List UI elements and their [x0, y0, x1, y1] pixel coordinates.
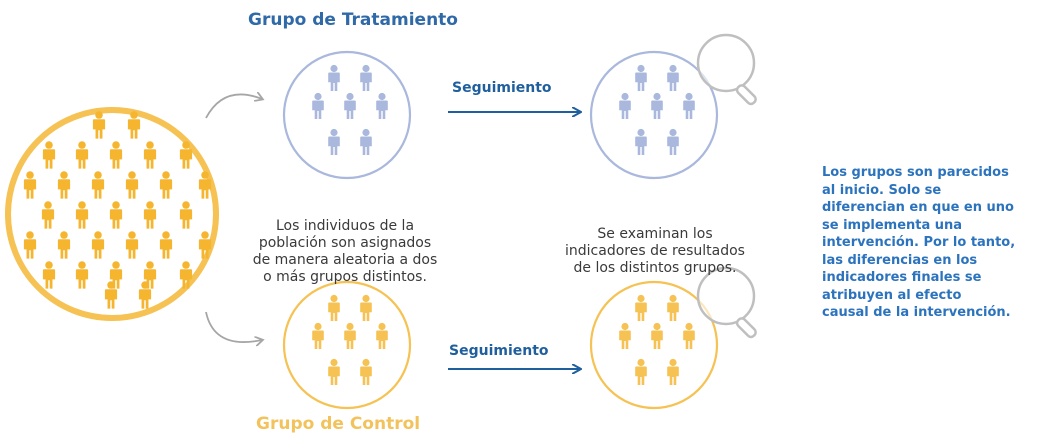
curved-arrow-icon: [205, 311, 262, 342]
follow-up-label: Seguimiento: [449, 343, 549, 359]
conclusion-line: las diferencias en los: [822, 252, 978, 268]
assignment-line: de manera aleatoria a dos: [252, 252, 438, 268]
examine-line: Se examinan los: [597, 226, 713, 242]
assignment-line: Los individuos de la: [275, 218, 415, 234]
examine-description: Se examinan los indicadores de resultado…: [545, 226, 765, 277]
conclusion-line: intervención. Por lo tanto,: [822, 235, 1016, 250]
follow-up-label: Seguimiento: [452, 80, 552, 96]
curved-arrow-icon: [205, 94, 262, 119]
control-group-title: Grupo de Control: [256, 414, 421, 434]
assignment-description: Los individuos de la población son asign…: [240, 218, 450, 286]
conclusion-line: indicadores finales se: [822, 270, 982, 285]
conclusion-note: Los grupos son parecidos al inicio. Solo…: [822, 164, 1058, 322]
assignment-line: o más grupos distintos.: [263, 269, 427, 285]
magnifier-icon: [696, 266, 757, 339]
conclusion-line: se implementa una: [822, 217, 963, 233]
conclusion-line: diferencian en que en uno: [822, 200, 1014, 215]
assignment-line: población son asignados: [258, 235, 432, 251]
conclusion-line: causal de la intervención.: [822, 305, 1011, 320]
examine-line: indicadores de resultados: [565, 243, 745, 259]
examine-line: de los distintos grupos.: [573, 260, 737, 276]
treatment-group-title: Grupo de Tratamiento: [248, 10, 458, 30]
magnifier-icon: [696, 33, 757, 106]
conclusion-line: atribuyen al efecto: [822, 287, 962, 303]
conclusion-line: al inicio. Solo se: [822, 182, 942, 198]
conclusion-line: Los grupos son parecidos: [822, 165, 1009, 180]
